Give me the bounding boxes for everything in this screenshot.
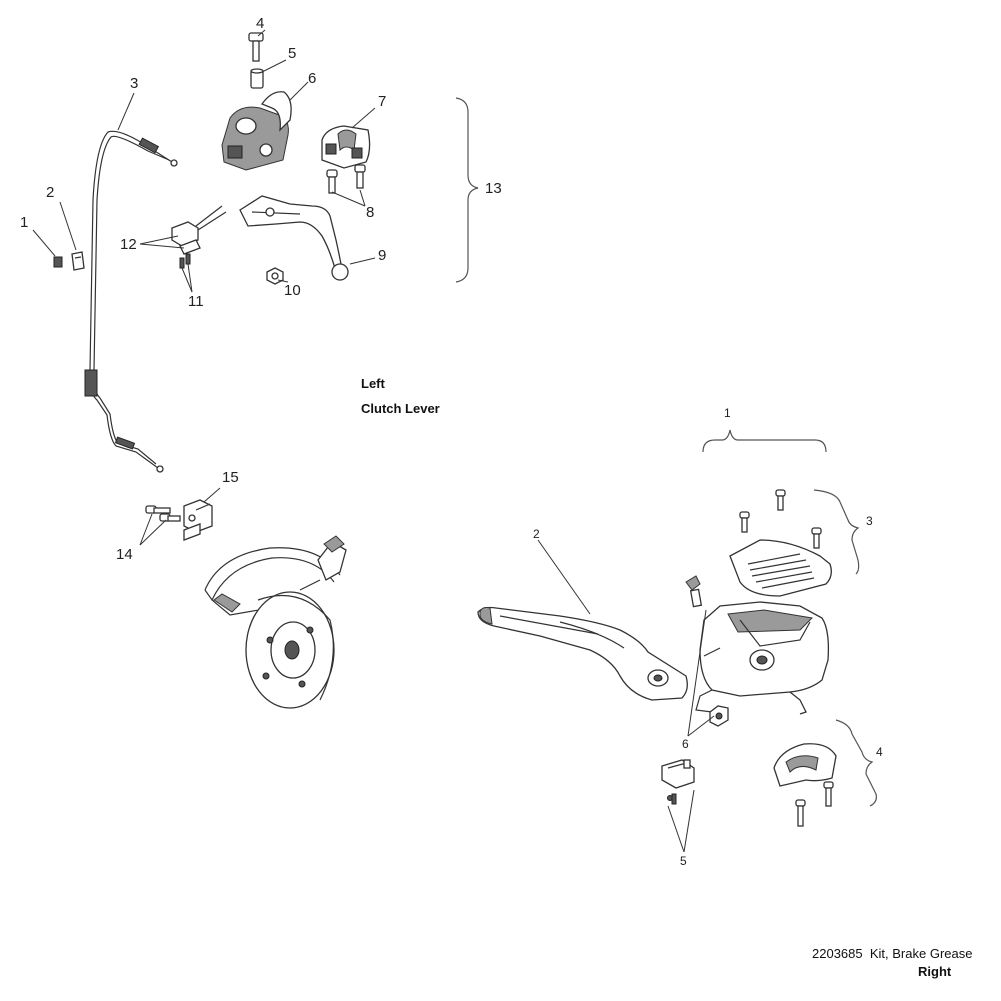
callout-1: 1 [20, 214, 29, 231]
right-callout-1: 1 [724, 406, 731, 420]
brace-3-right [813, 489, 860, 575]
bushing-5 [250, 68, 264, 89]
nut-10 [266, 267, 284, 285]
bleeder-screw [685, 575, 703, 608]
callout-8: 8 [366, 204, 375, 221]
cover-screws-right [739, 489, 822, 549]
callout-6: 6 [308, 70, 317, 87]
right-leader-lines [537, 539, 715, 853]
callout-10: 10 [284, 282, 301, 299]
master-cylinder-body [695, 601, 830, 715]
brake-lever-2 [477, 606, 688, 701]
left-caption-line1: Left [361, 376, 385, 391]
clutch-lever-9 [239, 195, 349, 281]
cable-clip-2 [71, 251, 85, 271]
screws-14 [145, 505, 181, 522]
kit-note: 2203685 Kit, Brake Grease [812, 946, 972, 961]
clamp-7 [321, 125, 371, 169]
callout-14: 14 [116, 546, 133, 563]
right-callout-6: 6 [682, 737, 689, 751]
left-caption-line2: Clutch Lever [361, 401, 440, 416]
seal-6-right [709, 705, 729, 727]
brace-1-right [702, 429, 827, 453]
reservoir-cover [729, 539, 832, 597]
clamp-4-right [773, 743, 837, 827]
callout-15: 15 [222, 469, 239, 486]
right-caption: Right [918, 964, 952, 979]
cable-clip-1 [53, 256, 63, 268]
callout-5: 5 [288, 45, 297, 62]
bracket-15 [183, 499, 213, 541]
callout-3: 3 [130, 75, 139, 92]
left-leader-lines [32, 29, 376, 546]
brace-4-right [835, 719, 877, 807]
callout-4: 4 [256, 15, 265, 32]
right-callout-3: 3 [866, 514, 873, 528]
callout-12: 12 [120, 236, 137, 253]
right-callout-4: 4 [876, 745, 883, 759]
right-callout-2: 2 [533, 527, 540, 541]
brake-switch-5-right [661, 759, 695, 805]
clutch-perch-6 [221, 91, 292, 171]
callout-11: 11 [188, 293, 204, 310]
callout-7: 7 [378, 93, 387, 110]
callout-9: 9 [378, 247, 387, 264]
right-callout-5: 5 [680, 854, 687, 868]
callout-2: 2 [46, 184, 55, 201]
kit-number: 2203685 [812, 946, 863, 961]
screws-8 [326, 164, 366, 194]
wheel-hub-assembly [204, 535, 347, 709]
clutch-cable [84, 130, 178, 473]
brace-13 [455, 97, 479, 283]
screw-4 [248, 32, 264, 62]
kit-description: Kit, Brake Grease [869, 946, 973, 961]
callout-13: 13 [485, 180, 502, 197]
clutch-switch-12 [171, 205, 227, 255]
